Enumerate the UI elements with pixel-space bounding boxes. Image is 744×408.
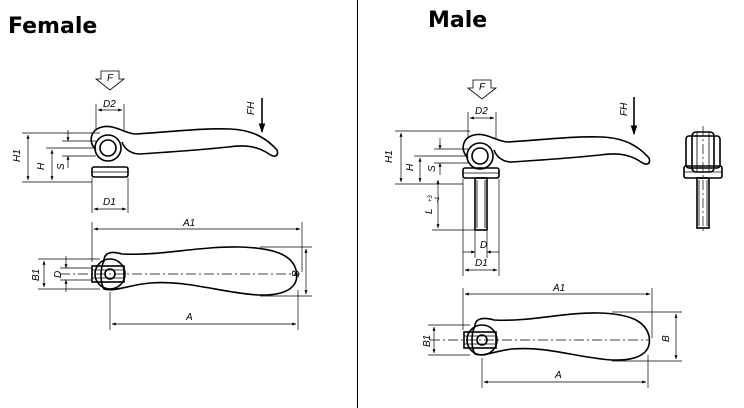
label-a-male: A xyxy=(554,370,562,381)
label-s-male: S xyxy=(427,165,438,172)
title-female: Female xyxy=(8,14,98,39)
label-d1-male: D1 xyxy=(475,258,488,269)
label-d: D xyxy=(53,271,64,278)
force-arrow-icon xyxy=(466,79,498,100)
label-h1-male: H1 xyxy=(384,150,395,163)
hub-female-top xyxy=(94,258,126,290)
female-top-view: A1 B1 D B A xyxy=(31,218,312,330)
label-d-male: D xyxy=(480,240,487,251)
lever-body xyxy=(90,125,279,157)
label-b1-male: B1 xyxy=(422,335,433,347)
label-d1: D1 xyxy=(103,197,116,208)
label-l-tol-minus: -1 xyxy=(435,197,441,202)
label-a1-male: A1 xyxy=(552,283,565,294)
label-fh: FH xyxy=(246,101,257,115)
label-h-male: H xyxy=(405,163,416,171)
label-l-tol-plus: +3 xyxy=(428,194,434,202)
threaded-stud xyxy=(474,177,488,231)
section-divider xyxy=(357,0,358,408)
lever-body-male xyxy=(462,133,651,165)
cam-hub xyxy=(94,134,122,162)
label-fh-male: FH xyxy=(619,102,630,116)
pivot-hole xyxy=(99,139,117,157)
label-b1: B1 xyxy=(31,269,42,281)
label-h: H xyxy=(36,162,47,170)
male-top-view: A1 B1 B A xyxy=(422,283,682,388)
label-a1: A1 xyxy=(182,218,195,229)
handle-outline-male xyxy=(471,312,651,361)
label-f: F xyxy=(107,73,114,84)
force-arrow-icon xyxy=(94,70,126,91)
label-d2: D2 xyxy=(103,99,116,110)
male-front-view xyxy=(683,126,723,232)
female-side-view: F D2 FH H1 H S D1 xyxy=(12,70,279,213)
front-stud xyxy=(696,177,710,229)
label-b-male: B xyxy=(661,335,672,342)
title-male: Male xyxy=(428,8,488,33)
label-l: L xyxy=(424,208,435,214)
label-a: A xyxy=(185,312,193,323)
label-h1: H1 xyxy=(12,149,23,162)
label-b: B xyxy=(291,270,302,277)
label-s: S xyxy=(56,163,67,170)
label-d2-male: D2 xyxy=(475,106,488,117)
label-f-male: F xyxy=(479,82,486,93)
handle-outline-female xyxy=(100,246,298,296)
male-side-view: F D2 FH H1 H S L +3 -1 xyxy=(384,79,651,276)
